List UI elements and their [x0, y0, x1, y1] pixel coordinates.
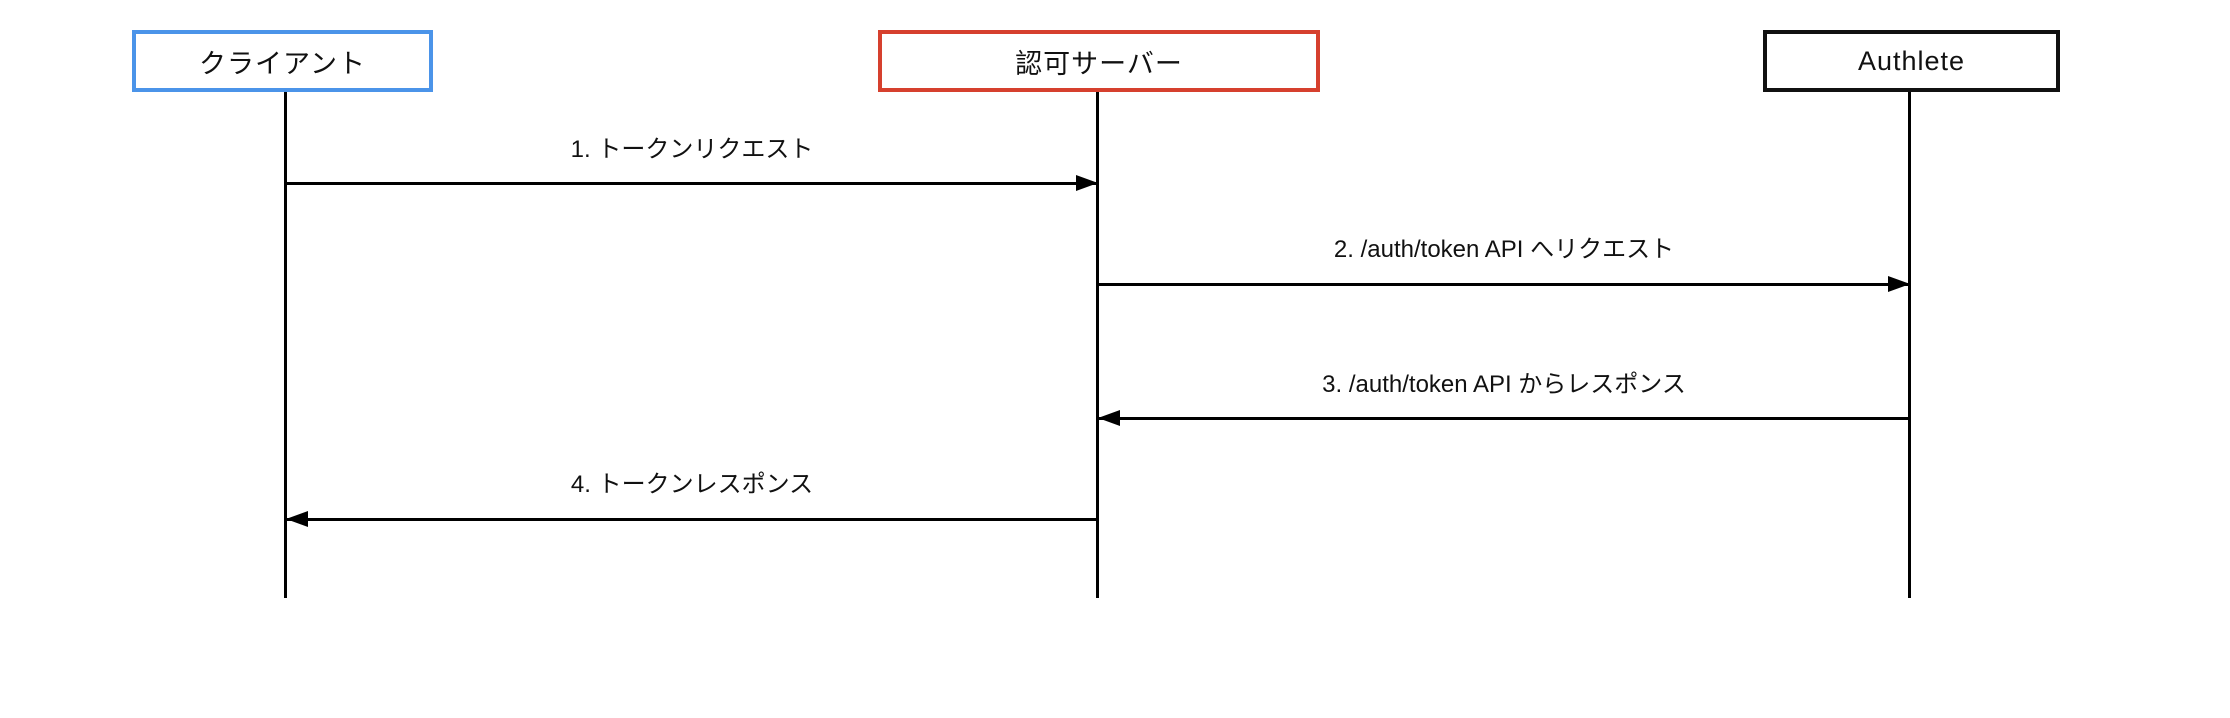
- actor-box-authlete: Authlete: [1763, 30, 2060, 92]
- arrowhead-left-icon: [1098, 410, 1120, 426]
- actor-box-client: クライアント: [132, 30, 433, 92]
- lifeline-authorization-server: [1096, 92, 1099, 598]
- message-label-1: 1. トークンリクエスト: [570, 136, 814, 163]
- arrowhead-right-icon: [1076, 175, 1098, 191]
- message-label-3: 3. /auth/token API からレスポンス: [1322, 371, 1686, 398]
- message-label-4: 4. トークンレスポンス: [570, 471, 814, 498]
- arrowhead-left-icon: [286, 511, 308, 527]
- message-arrow-4: [286, 518, 1098, 521]
- arrowhead-right-icon: [1888, 276, 1910, 292]
- message-arrow-2: [1098, 283, 1910, 286]
- actor-box-authorization-server: 認可サーバー: [878, 30, 1320, 92]
- lifeline-authlete: [1908, 92, 1911, 598]
- message-arrow-1: [286, 182, 1098, 185]
- lifeline-client: [284, 92, 287, 598]
- message-label-2: 2. /auth/token API へリクエスト: [1333, 236, 1675, 263]
- message-arrow-3: [1098, 417, 1910, 420]
